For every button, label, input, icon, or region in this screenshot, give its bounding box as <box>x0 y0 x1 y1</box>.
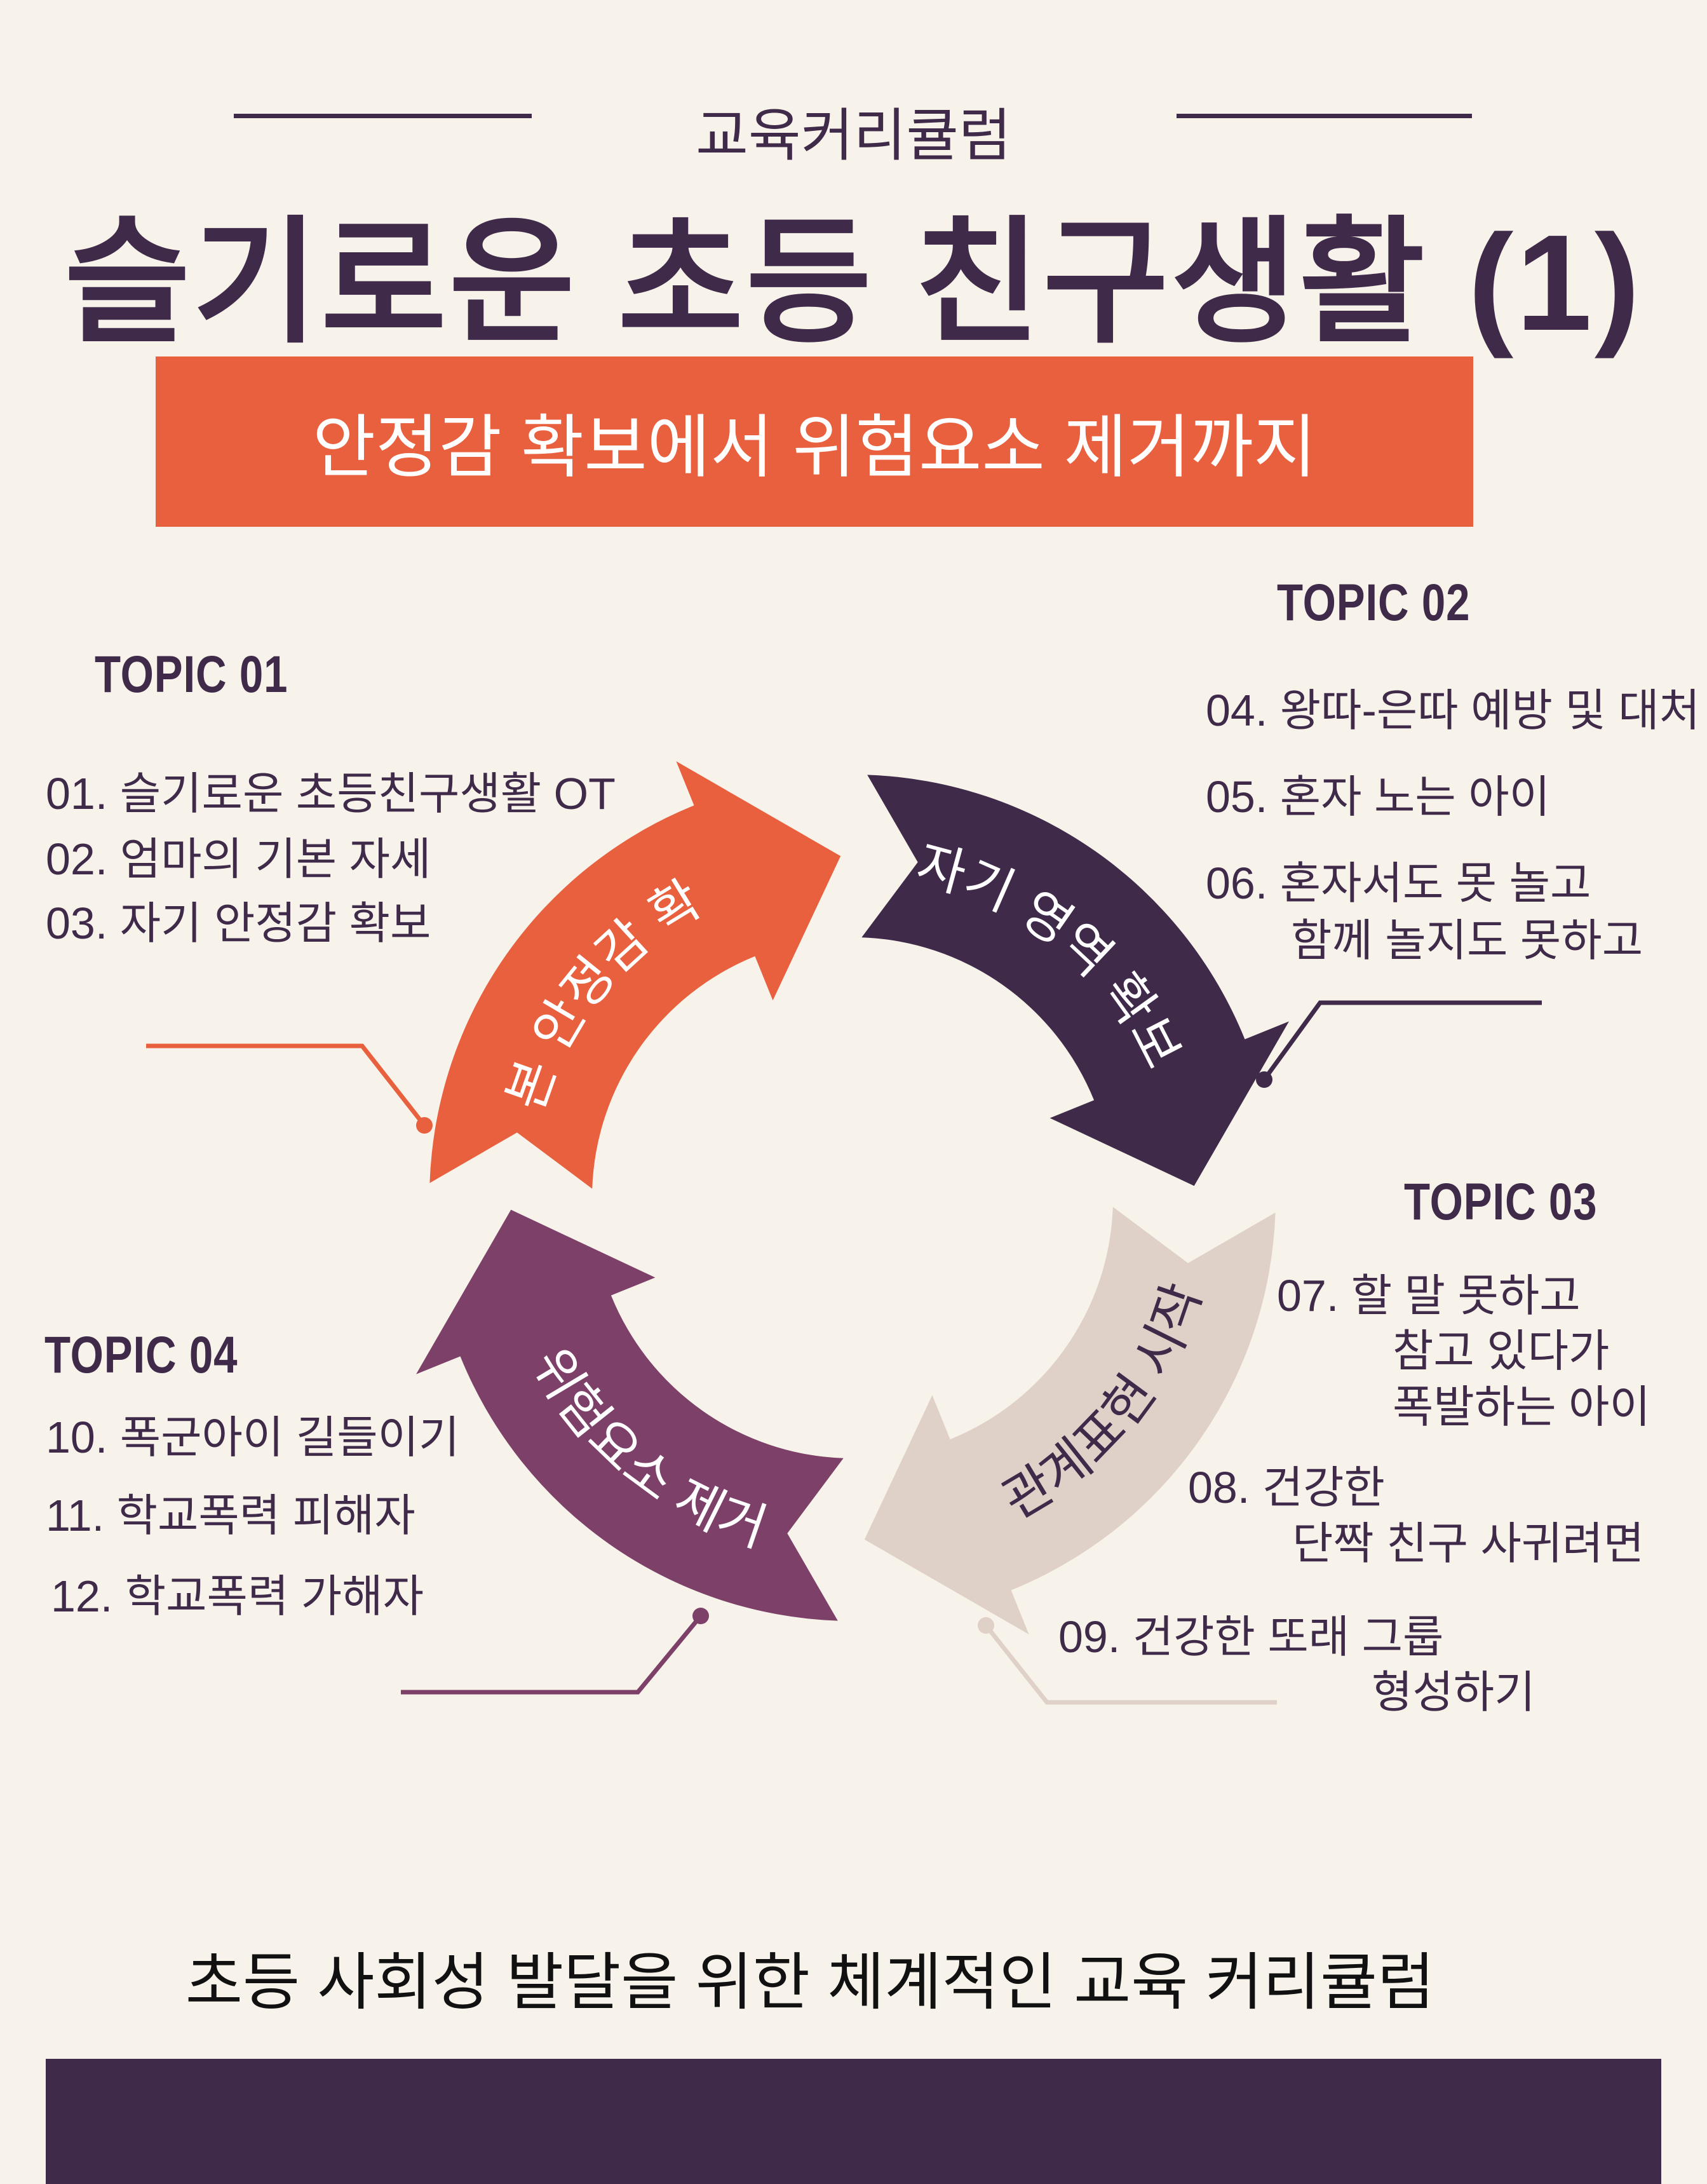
arrow-own-territory <box>861 775 1289 1186</box>
topic-03-item: 형성하기 <box>1372 1667 1535 1717</box>
connector-topic-02 <box>1262 1000 1542 1082</box>
kicker: 교육커리큘럼 <box>696 104 1011 168</box>
page-title: 슬기로운 초등 친구생활 (1) <box>64 206 1643 359</box>
topic-03-item: 07. 할 말 못하고 <box>1277 1271 1581 1320</box>
arrow-relationship-expression <box>864 1207 1276 1634</box>
subtitle-banner: 안정감 확보에서 위험요소 제거까지 <box>156 356 1473 527</box>
topic-01-item: 02. 엄마의 기본 자세 <box>46 834 431 884</box>
connector-dot-topic-02 <box>1256 1071 1272 1088</box>
connector-topic-04 <box>401 1614 703 1695</box>
header-rule-left <box>234 114 532 118</box>
topic-03-item: 09. 건강한 또래 그룹 <box>1058 1612 1444 1662</box>
topic-02-item: 06. 혼자서도 못 놀고 <box>1206 858 1591 908</box>
topic-03-item: 단짝 친구 사귀려면 <box>1292 1519 1645 1568</box>
connector-topic-01 <box>146 1043 426 1127</box>
connector-dot-topic-03 <box>978 1617 994 1634</box>
topic-04-item: 10. 폭군아이 길들이기 <box>46 1413 460 1462</box>
topic-01-title: TOPIC 01 <box>95 646 288 703</box>
footer-text: 초등 사회성 발달을 위한 체계적인 교육 커리큘럼 <box>185 1947 1435 2017</box>
topic-02-item: 04. 왕따-은따 예방 및 대처 <box>1206 686 1701 735</box>
cycle-label: 기본 안정감 확보 <box>0 0 711 1117</box>
topic-04-item: 11. 학교폭력 피해자 <box>46 1491 415 1540</box>
arrow-risk-removal <box>416 1209 844 1621</box>
topic-01-item: 01. 슬기로운 초등친구생활 OT <box>46 769 616 818</box>
cycle-label-text: 기본 안정감 확보 <box>0 0 711 1117</box>
topic-01-item: 03. 자기 안정감 확보 <box>46 899 431 948</box>
connector-dot-topic-01 <box>416 1117 433 1134</box>
topic-02-item: 05. 혼자 노는 아이 <box>1206 772 1551 822</box>
topic-03-item: 08. 건강한 <box>1188 1463 1385 1512</box>
footer-band <box>46 2059 1661 2184</box>
banner-text: 안정감 확보에서 위험요소 제거까지 <box>312 409 1317 485</box>
topic-02-item: 함께 놀지도 못하고 <box>1291 916 1643 965</box>
topic-03-title: TOPIC 03 <box>1404 1173 1598 1231</box>
connector-topic-03 <box>984 1624 1277 1705</box>
connectors <box>146 1000 1542 1705</box>
topic-04-title: TOPIC 04 <box>44 1326 238 1384</box>
topic-04-item: 12. 학교폭력 가해자 <box>51 1571 424 1621</box>
topic-02-title: TOPIC 02 <box>1277 574 1471 632</box>
topic-03-item: 참고 있다가 <box>1393 1326 1610 1376</box>
header-rule-right <box>1177 114 1472 118</box>
topic-03-item: 폭발하는 아이 <box>1393 1382 1650 1432</box>
connector-dot-topic-04 <box>692 1608 709 1624</box>
arrow-basic-stability <box>429 761 841 1189</box>
